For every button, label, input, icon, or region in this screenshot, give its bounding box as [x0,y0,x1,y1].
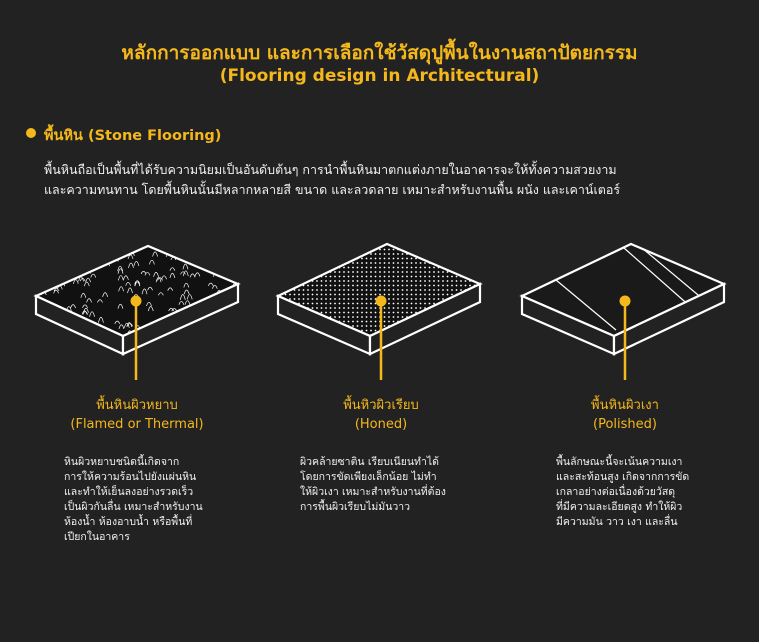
item-name-th: พื้นหินผิวเงา [591,398,659,413]
description-line: การให้ความร้อนไปยังแผ่นหิน [64,471,197,483]
description-line: ผิวคล้ายซาติน เรียบเนียนทำได้ [300,456,439,468]
description-line: การพื้นผิวเรียบไม่มันวาว [300,501,411,513]
item-name-en: (Polished) [593,417,657,432]
item-label-polished: พื้นหินผิวเงา (Polished) [525,396,725,434]
description-line: เป็นผิวกันลื่น เหมาะสำหรับงาน [64,501,203,513]
description-line: ห้องน้ำ ห้องอาบน้ำ หรือพื้นที่ [64,516,193,528]
intro-line: พื้นหินถือเป็นพื้นที่ได้รับความนิยมเป็นอ… [44,162,617,177]
description-line: มีความมัน วาว เงา และลื่น [556,516,678,528]
item-name-en: (Flamed or Thermal) [70,417,204,432]
item-description-honed: ผิวคล้ายซาติน เรียบเนียนทำได้ โดยการขัดเ… [300,455,446,515]
section-title: พื้นหิน (Stone Flooring) [44,128,222,144]
item-label-flamed: พื้นหินผิวหยาบ (Flamed or Thermal) [37,396,237,434]
bullet-icon [26,128,36,138]
intro-line: และความทนทาน โดยพื้นหินนั้นมีหลากหลายสี … [44,182,621,197]
page-title: หลักการออกแบบ และการเลือกใช้วัสดุปูพื้นใ… [121,42,638,64]
description-line: และทำให้เย็นลงอย่างรวดเร็ว [64,486,194,498]
description-line: ให้ผิวเงา เหมาะสำหรับงานที่ต้อง [300,486,446,498]
item-name-en: (Honed) [354,417,408,432]
item-name-th: พื้นหิวผิวเรียบ [343,398,419,413]
page-subtitle: (Flooring design in Architectural) [219,66,540,86]
description-line: พื้นลักษณะนี้จะเน้นความเงา [556,456,683,468]
description-line: หินผิวหยาบชนิดนี้เกิดจาก [64,456,180,468]
item-description-flamed: หินผิวหยาบชนิดนี้เกิดจาก การให้ความร้อนไ… [64,455,203,545]
item-description-polished: พื้นลักษณะนี้จะเน้นความเงา และสะท้อนสูง … [556,455,689,530]
item-name-th: พื้นหินผิวหยาบ [96,398,178,413]
description-line: โดยการขัดเพียงเล็กน้อย ไม่ทำ [300,471,437,483]
flamed-stone-slab-illustration [33,244,241,380]
description-line: เกลาอย่างต่อเนื่องด้วยวัสดุ [556,486,676,498]
description-line: ที่มีความละเอียดสูง ทำให้ผิว [556,501,683,513]
honed-stone-slab-illustration [275,242,483,380]
description-line: และสะท้อนสูง เกิดจากการขัด [556,471,690,483]
description-line: เปียกในอาคาร [64,531,130,543]
polished-stone-slab-illustration [519,242,727,380]
item-label-honed: พื้นหิวผิวเรียบ (Honed) [281,396,481,434]
